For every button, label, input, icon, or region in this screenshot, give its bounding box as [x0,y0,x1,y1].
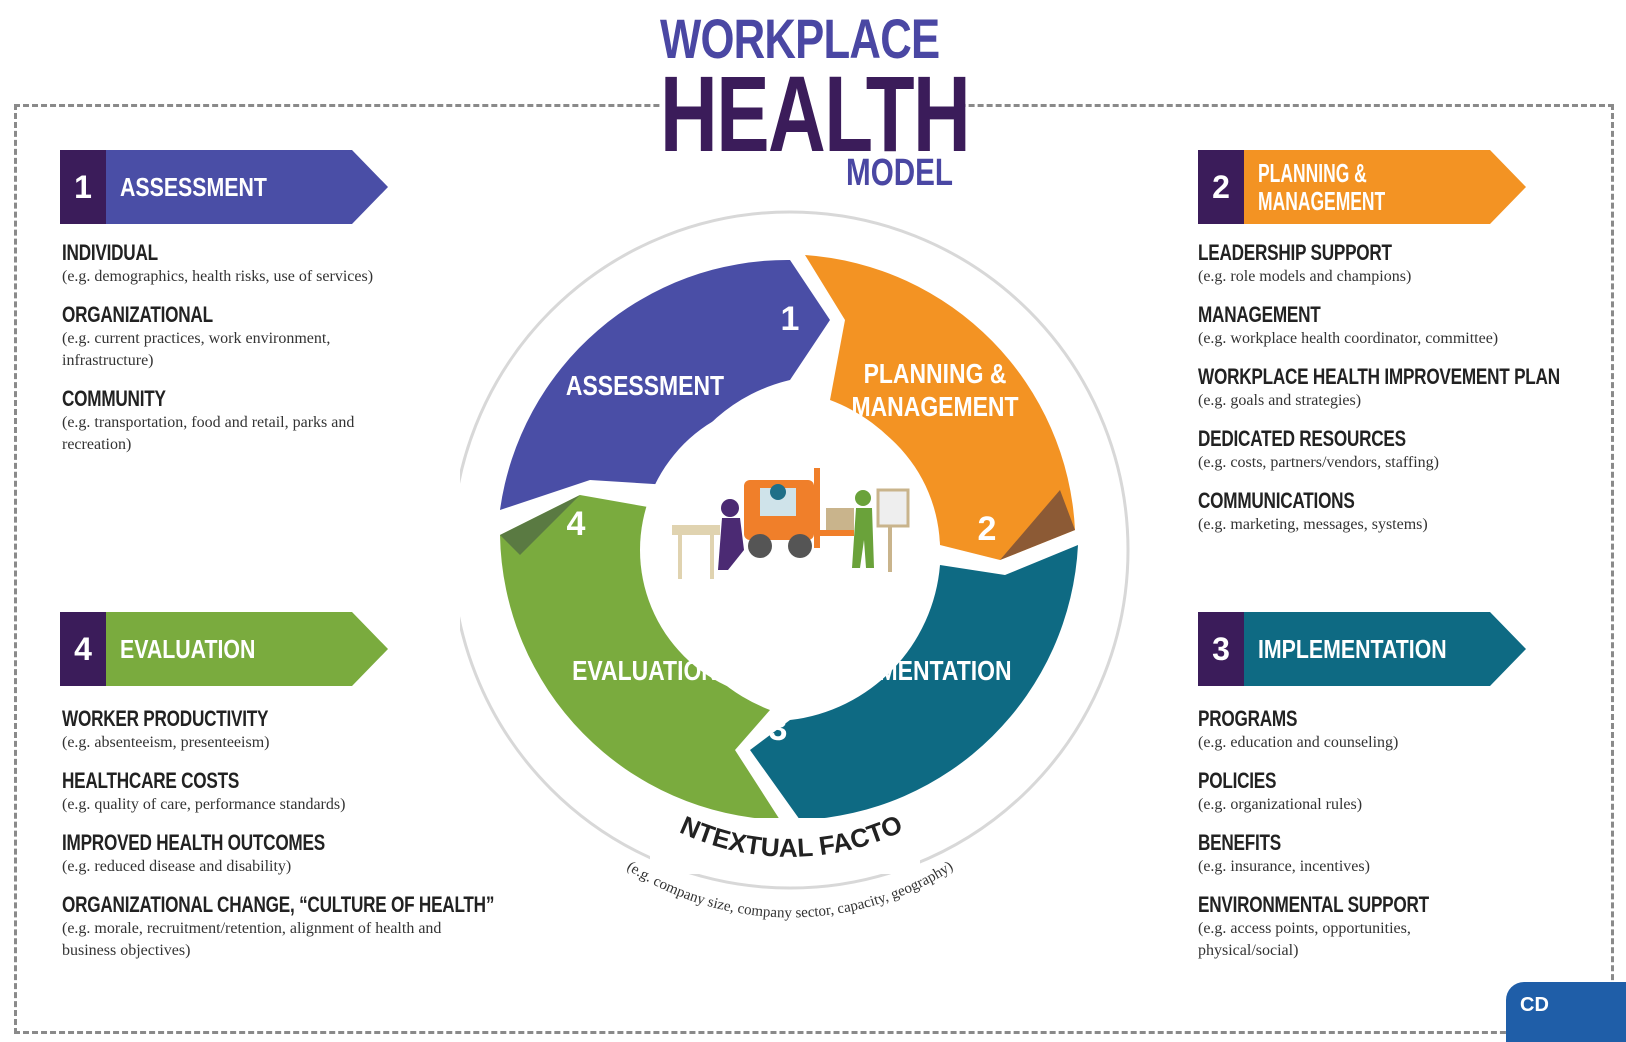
list-item: ORGANIZATIONAL CHANGE, “CULTURE OF HEALT… [62,892,532,962]
banner-number: 4 [60,612,106,686]
item-detail: (e.g. current practices, work environmen… [62,330,331,369]
banner-number: 3 [1198,612,1244,686]
title-health: HEALTH [660,53,971,174]
item-heading: WORKER PRODUCTIVITY [62,706,269,731]
item-heading: HEALTHCARE COSTS [62,768,240,793]
list-item: ORGANIZATIONAL (e.g. current practices, w… [62,302,532,372]
ctx-mask [650,818,920,874]
item-heading: WORKPLACE HEALTH IMPROVEMENT PLAN [1198,364,1560,389]
cycle-number-4: 4 [567,505,586,543]
item-heading: ENVIRONMENTAL SUPPORT [1198,892,1429,917]
planning-banner: 2 PLANNING &MANAGEMENT [1198,150,1526,224]
evaluation-banner: 4 EVALUATION [60,612,388,686]
list-item: COMMUNITY (e.g. transportation, food and … [62,386,532,456]
item-detail: (e.g. education and counseling) [1198,734,1399,751]
banner-label: EVALUATION [120,634,256,664]
banner-label: ASSESSMENT [120,172,267,202]
list-item: LEADERSHIP SUPPORT (e.g. role models and … [1198,240,1608,288]
list-item: DEDICATED RESOURCES (e.g. costs, partners… [1198,426,1608,474]
cycle-label-planning-line1: PLANNING & [864,359,1007,390]
list-item: WORKER PRODUCTIVITY (e.g. absenteeism, pr… [62,706,532,754]
cycle-number-1: 1 [781,300,800,338]
assessment-segment [500,259,830,510]
list-item: POLICIES (e.g. organizational rules) [1198,768,1608,816]
cdc-logo: CD [1506,982,1626,1042]
item-detail: (e.g. demographics, health risks, use of… [62,268,374,285]
item-detail: (e.g. absenteeism, presenteeism) [62,734,270,751]
item-detail: (e.g. costs, partners/vendors, staffing) [1198,454,1439,471]
banner-number: 2 [1198,150,1244,224]
planning-segment [805,255,1075,560]
item-detail: (e.g. workplace health coordinator, comm… [1198,330,1499,347]
list-item: BENEFITS (e.g. insurance, incentives) [1198,830,1608,878]
item-detail: (e.g. goals and strategies) [1198,392,1362,409]
assessment-list: INDIVIDUAL (e.g. demographics, health ris… [62,240,532,470]
item-heading: COMMUNICATIONS [1198,488,1355,513]
cycle-label-implementation: IMPLEMENTATION [808,656,1011,687]
planning-shadow [1000,490,1075,560]
item-detail: (e.g. reduced disease and disability) [62,858,292,875]
item-detail: (e.g. marketing, messages, systems) [1198,516,1428,533]
assessment-banner: 1 ASSESSMENT [60,150,388,224]
title: WORKPLACE HEALTH MODEL [660,6,971,196]
item-detail: (e.g. access points, opportunities, phys… [1198,920,1411,959]
item-detail: (e.g. quality of care, performance stand… [62,796,346,813]
list-item: WORKPLACE HEALTH IMPROVEMENT PLAN (e.g. g… [1198,364,1608,412]
cycle-label-assessment: ASSESSMENT [566,371,724,402]
list-item: MANAGEMENT (e.g. workplace health coordin… [1198,302,1608,350]
title-model: MODEL [846,152,954,194]
list-item: IMPROVED HEALTH OUTCOMES (e.g. reduced di… [62,830,532,878]
list-item: COMMUNICATIONS (e.g. marketing, messages,… [1198,488,1608,536]
title-workplace: WORKPLACE [660,7,940,70]
list-item: PROGRAMS (e.g. education and counseling) [1198,706,1608,754]
banner-label-line1: PLANNING & [1258,158,1367,188]
list-item: INDIVIDUAL (e.g. demographics, health ris… [62,240,532,288]
item-detail: (e.g. insurance, incentives) [1198,858,1370,875]
cycle-number-2: 2 [978,510,997,548]
item-heading: LEADERSHIP SUPPORT [1198,240,1392,265]
item-detail: (e.g. organizational rules) [1198,796,1363,813]
planning-list: LEADERSHIP SUPPORT (e.g. role models and … [1198,240,1608,550]
item-heading: ORGANIZATIONAL [62,302,213,327]
implementation-segment [750,545,1078,820]
item-heading: MANAGEMENT [1198,302,1321,327]
item-heading: IMPROVED HEALTH OUTCOMES [62,830,325,855]
workplace-illustration-icon [672,468,910,579]
item-detail: (e.g. transportation, food and retail, p… [62,414,355,453]
evaluation-list: WORKER PRODUCTIVITY (e.g. absenteeism, pr… [62,706,532,976]
list-item: HEALTHCARE COSTS (e.g. quality of care, p… [62,768,532,816]
item-heading: DEDICATED RESOURCES [1198,426,1406,451]
item-heading: PROGRAMS [1198,706,1298,731]
list-item: ENVIRONMENTAL SUPPORT (e.g. access points… [1198,892,1608,962]
item-heading: ORGANIZATIONAL CHANGE, “CULTURE OF HEALT… [62,892,495,917]
implementation-banner: 3 IMPLEMENTATION [1198,612,1526,686]
item-heading: INDIVIDUAL [62,240,158,265]
item-heading: POLICIES [1198,768,1277,793]
banner-label: IMPLEMENTATION [1258,634,1447,664]
evaluation-shadow [500,495,580,555]
item-detail: (e.g. role models and champions) [1198,268,1412,285]
item-heading: BENEFITS [1198,830,1281,855]
cycle-label-planning-line2: MANAGEMENT [851,392,1018,423]
cycle-diagram: ASSESSMENT PLANNING & MANAGEMENT IMPLEME… [460,190,1130,921]
banner-label-line2: MANAGEMENT [1258,186,1386,216]
evaluation-segment [500,495,780,820]
cycle-label-evaluation: EVALUATION [572,656,718,687]
item-heading: COMMUNITY [62,386,166,411]
banner-number: 1 [60,150,106,224]
implementation-list: PROGRAMS(e.g. education and counseling) … [1198,706,1608,976]
item-detail: (e.g. morale, recruitment/retention, ali… [62,920,442,959]
cycle-number-3: 3 [769,710,788,748]
cdc-logo-text: CD [1520,994,1549,1016]
